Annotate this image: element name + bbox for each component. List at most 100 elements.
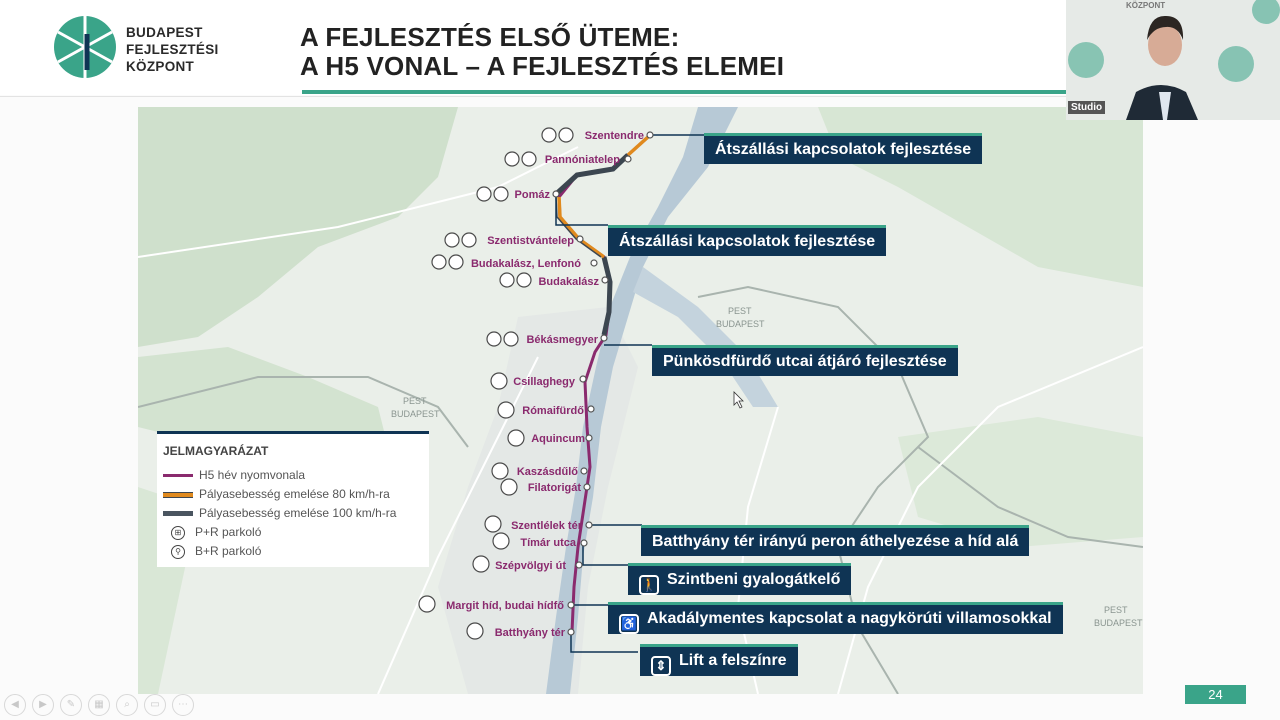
legend-label: Pályasebesség emelése 80 km/h-ra	[199, 487, 390, 501]
legend-label: Pályasebesség emelése 100 km/h-ra	[199, 506, 397, 520]
station-label: Szépvölgyi út	[495, 560, 566, 572]
station-label: Kaszásdűlő	[517, 466, 578, 478]
br-icon	[492, 532, 510, 550]
station-dot[interactable]	[585, 521, 593, 529]
legend-item-h5-line: H5 hév nyomvonala	[163, 468, 305, 482]
slides-grid-icon[interactable]: ▦	[88, 694, 110, 716]
car-icon: ⊞	[171, 525, 185, 540]
station-dot[interactable]	[576, 235, 584, 243]
slide-title: A FEJLESZTÉS ELSŐ ÜTEME: A H5 VONAL – A …	[300, 23, 784, 81]
callout-transfer-pomaz: Átszállási kapcsolatok fejlesztése	[608, 225, 887, 256]
station-dot[interactable]	[552, 190, 560, 198]
legend-label: P+R parkoló	[195, 525, 262, 539]
urban-area	[438, 307, 638, 694]
presenter-video[interactable]: KÖZPONT	[1066, 0, 1280, 120]
h5-speed-100-section	[601, 256, 613, 336]
station-label: Pomáz	[515, 189, 551, 201]
station-label: Budakalász, Lenfonó	[471, 258, 581, 270]
road	[377, 356, 539, 694]
station-label: Szentistvántelep	[487, 235, 574, 247]
callout-leader	[555, 197, 608, 226]
station-dot[interactable]	[575, 561, 583, 569]
callout-accessible-connection: ♿ Akadálymentes kapcsolat a nagykörúti vi…	[608, 602, 1063, 634]
pr-icon	[486, 331, 502, 347]
slide-header: BUDAPEST FEJLESZTÉSI KÖZPONT A FEJLESZTÉ…	[0, 0, 1066, 95]
station-label: Csillaghegy	[513, 376, 576, 388]
pedestrian-icon: 🚶	[639, 575, 659, 595]
logo-line-2: FEJLESZTÉSI	[126, 42, 219, 57]
slide-title-line-1: A FEJLESZTÉS ELSŐ ÜTEME:	[300, 22, 680, 52]
presenter-video-frame: KÖZPONT	[1066, 0, 1280, 120]
legend-label: H5 hév nyomvonala	[199, 468, 306, 482]
station-dot[interactable]	[601, 276, 609, 284]
map-label-pest: PEST	[728, 306, 752, 316]
br-icon	[516, 272, 532, 288]
subtitle-icon[interactable]: ▭	[144, 694, 166, 716]
station-dot[interactable]	[646, 131, 654, 139]
br-icon	[448, 254, 464, 270]
next-slide-icon[interactable]: ▶	[32, 694, 54, 716]
map-label-budapest: BUDAPEST	[1094, 618, 1143, 628]
legend-item-speed-100: Pályasebesség emelése 100 km/h-ra	[163, 506, 396, 520]
br-icon	[466, 622, 484, 640]
pr-icon	[444, 232, 460, 248]
pr-icon	[541, 127, 557, 143]
bike-icon: ⚲	[171, 544, 185, 559]
station-dot[interactable]	[583, 483, 591, 491]
br-icon	[500, 478, 518, 496]
slide-title-line-2: A H5 VONAL – A FEJLESZTÉS ELEMEI	[300, 51, 785, 81]
wheelchair-icon: ♿	[619, 614, 639, 634]
bfk-logo-icon	[54, 16, 116, 78]
h5-speed-80-section	[626, 135, 650, 157]
station-label: Békásmegyer	[526, 334, 598, 346]
previous-slide-icon[interactable]: ◀	[4, 694, 26, 716]
br-icon	[418, 595, 436, 613]
br-icon	[507, 429, 525, 447]
video-bg-logo-text: KÖZPONT	[1126, 1, 1165, 10]
district-boundary	[917, 446, 1143, 548]
station-dot[interactable]	[585, 434, 593, 442]
pen-icon[interactable]: ✎	[60, 694, 82, 716]
callout-text: Átszállási kapcsolatok fejlesztése	[619, 233, 876, 250]
station-label: Filatorigát	[528, 482, 582, 494]
legend-swatch	[163, 511, 193, 517]
map-label-budapest: BUDAPEST	[716, 319, 765, 329]
title-underline	[302, 90, 1066, 94]
legend-item-speed-80: Pályasebesség emelése 80 km/h-ra	[163, 487, 390, 501]
station-dot[interactable]	[567, 601, 575, 609]
station-dot[interactable]	[624, 155, 632, 163]
callout-text: Szintbeni gyalogátkelő	[667, 571, 841, 588]
map-label-pest: PEST	[403, 396, 427, 406]
station-label: Budakalász	[538, 276, 599, 288]
br-icon	[493, 186, 509, 202]
presenter-shirt	[1159, 92, 1171, 120]
br-icon	[491, 462, 509, 480]
station-label: Aquincum	[531, 433, 585, 445]
pr-icon	[431, 254, 447, 270]
station-label: Pannóniatelep	[545, 154, 620, 166]
station-dot[interactable]	[600, 334, 608, 342]
station-dot[interactable]	[567, 628, 575, 636]
station-dot[interactable]	[579, 375, 587, 383]
video-label: Studio	[1068, 101, 1106, 114]
br-icon	[490, 372, 508, 390]
map-label-pest: PEST	[1104, 605, 1128, 615]
logo-line-1: BUDAPEST	[126, 25, 203, 40]
h5-speed-100-section	[553, 153, 630, 197]
danube-river	[546, 107, 738, 694]
br-icon	[521, 151, 537, 167]
station-dot[interactable]	[590, 259, 598, 267]
callout-text: Akadálymentes kapcsolat a nagykörúti vil…	[647, 610, 1052, 627]
elevator-icon: ⇕	[651, 656, 671, 676]
callout-pedestrian-crossing-pünkösdfürdő: Pünkösdfürdő utcai átjáró fejlesztése	[652, 345, 958, 376]
legend-swatch	[163, 491, 193, 498]
pr-icon	[504, 151, 520, 167]
station-dot[interactable]	[580, 539, 588, 547]
station-dot[interactable]	[587, 405, 595, 413]
zoom-icon[interactable]: ⌕	[116, 694, 138, 716]
station-label: Tímár utca	[520, 537, 577, 549]
more-options-icon[interactable]: ⋯	[172, 694, 194, 716]
mouse-cursor-icon	[733, 391, 744, 409]
station-dot[interactable]	[580, 467, 588, 475]
pr-icon	[476, 186, 492, 202]
